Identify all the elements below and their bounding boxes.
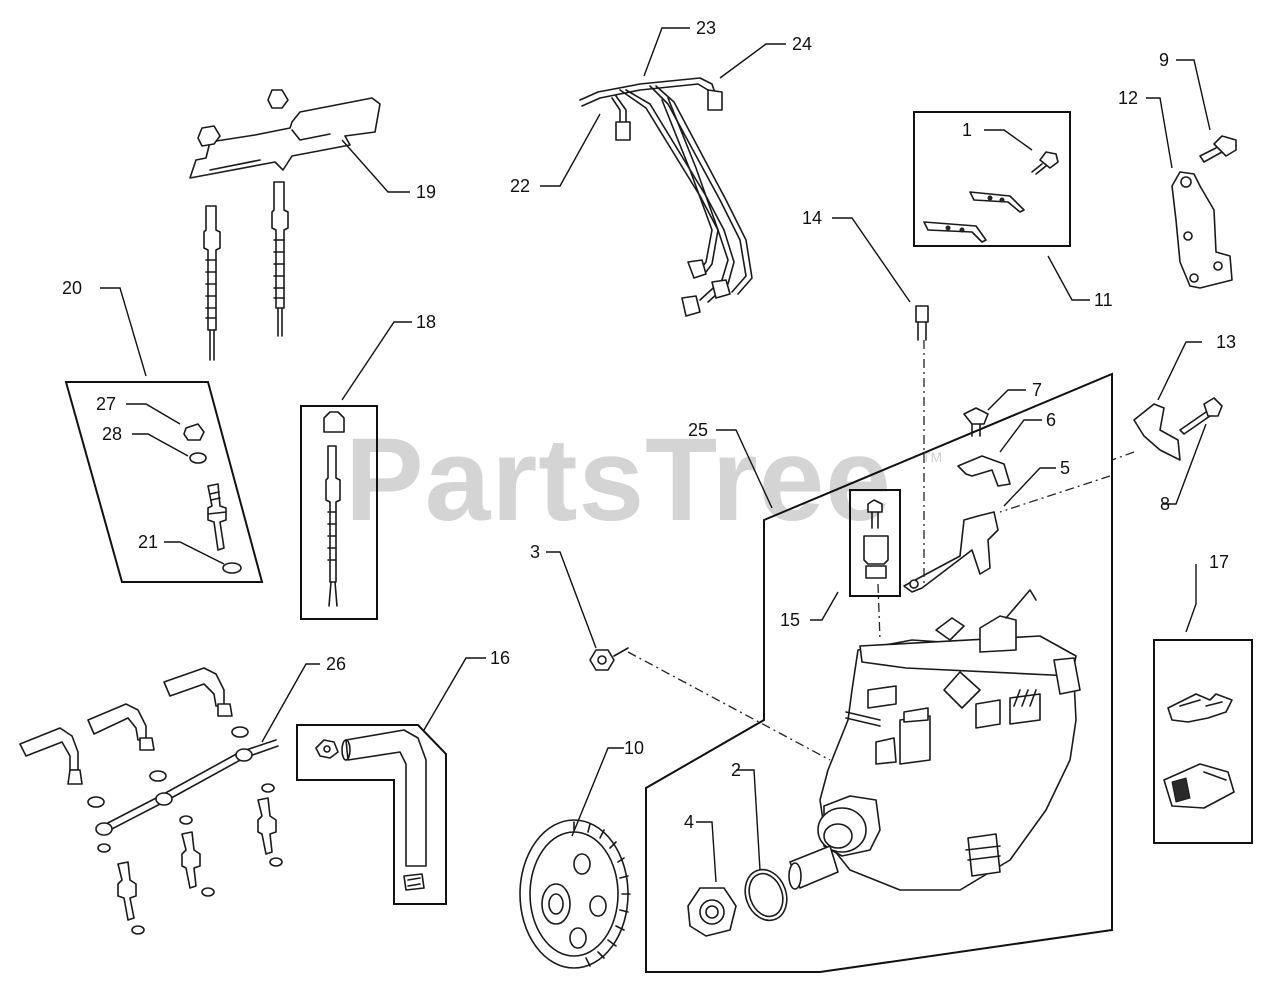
part-8-bolt[interactable]: [1179, 397, 1223, 435]
part-9-bolt[interactable]: [1199, 135, 1237, 163]
callout-15: 15: [780, 610, 800, 630]
callout-27: 27: [96, 394, 116, 414]
box-17-connectors: [1153, 639, 1253, 844]
callout-20: 20: [62, 278, 82, 298]
part-18-glow-plug[interactable]: [323, 411, 345, 607]
callout-11: 11: [1094, 290, 1113, 310]
part-27-nut[interactable]: [183, 423, 205, 441]
part-2-o-ring[interactable]: [738, 864, 793, 927]
part-15-solenoid[interactable]: [863, 499, 889, 579]
injection-pump-body[interactable]: [788, 589, 1081, 891]
part-glow-plug-right[interactable]: [271, 181, 289, 337]
part-hose-clamp-small[interactable]: [403, 873, 425, 891]
callout-25: 25: [688, 420, 708, 440]
part-nozzle-holder[interactable]: [207, 483, 227, 551]
part-clamp[interactable]: [315, 739, 339, 759]
callout-7: 7: [1032, 380, 1042, 400]
callout-19: 19: [416, 182, 436, 202]
part-13-bracket[interactable]: [1133, 403, 1181, 461]
part-bracket-plate-b[interactable]: [923, 221, 987, 243]
callout-16: 16: [490, 648, 510, 668]
callout-3: 3: [530, 542, 540, 562]
box-20-nozzle-kit: [64, 381, 264, 583]
callout-9: 9: [1159, 50, 1169, 70]
callout-4: 4: [684, 812, 694, 832]
callout-13: 13: [1216, 332, 1236, 352]
part-28-washer[interactable]: [189, 452, 207, 464]
box-18-glow-plug: [300, 405, 378, 620]
leader-lines: [100, 27, 1211, 883]
part-23-injection-pipe-group[interactable]: [579, 77, 753, 317]
box-15-solenoid: [849, 489, 901, 597]
part-6-bracket[interactable]: [957, 455, 1011, 487]
callout-8: 8: [1160, 494, 1170, 514]
part-leak-off-washers[interactable]: [87, 726, 283, 935]
part-4-nut[interactable]: [687, 887, 737, 937]
part-glow-plug-left[interactable]: [203, 205, 221, 361]
callout-2: 2: [731, 760, 741, 780]
callout-21: 21: [138, 532, 158, 552]
box-16-hose: [296, 724, 447, 905]
part-bracket-plate-a[interactable]: [969, 191, 1025, 213]
callout-18: 18: [416, 312, 436, 332]
part-leak-off-bolts[interactable]: [117, 797, 277, 921]
callout-12: 12: [1118, 88, 1138, 108]
part-17-connector-a[interactable]: [1167, 693, 1233, 723]
box-11-bracket-kit: [913, 111, 1071, 247]
box-25-injection-pump: [645, 372, 1113, 973]
callout-6: 6: [1046, 410, 1056, 430]
part-21-washer[interactable]: [222, 562, 242, 574]
callout-22: 22: [510, 176, 530, 196]
callout-24: 24: [792, 34, 812, 54]
part-7-bolt[interactable]: [963, 407, 989, 437]
callout-10: 10: [624, 738, 644, 758]
part-10-gear[interactable]: [519, 819, 631, 969]
callout-1: 1: [962, 120, 972, 140]
part-26-leak-off-line[interactable]: [19, 667, 279, 836]
alignment-lines: [627, 340, 1135, 761]
callout-14: 14: [802, 208, 822, 228]
part-19-connector-plate[interactable]: [189, 89, 381, 179]
callout-17: 17: [1209, 552, 1229, 572]
callout-5: 5: [1060, 458, 1070, 478]
part-14-bolt[interactable]: [915, 305, 929, 341]
callout-28: 28: [102, 424, 122, 444]
part-3-nut[interactable]: [589, 647, 629, 671]
callout-26: 26: [326, 654, 346, 674]
part-12-bracket[interactable]: [1171, 171, 1233, 289]
watermark-trademark: TM: [922, 449, 942, 465]
part-5-lever-plate[interactable]: [903, 511, 999, 593]
part-1-bolt[interactable]: [1031, 151, 1059, 175]
part-16-hose[interactable]: [341, 729, 427, 867]
callout-23: 23: [696, 18, 716, 38]
part-17-connector-b[interactable]: [1163, 763, 1235, 809]
watermark-text: PartsTree: [345, 414, 892, 546]
